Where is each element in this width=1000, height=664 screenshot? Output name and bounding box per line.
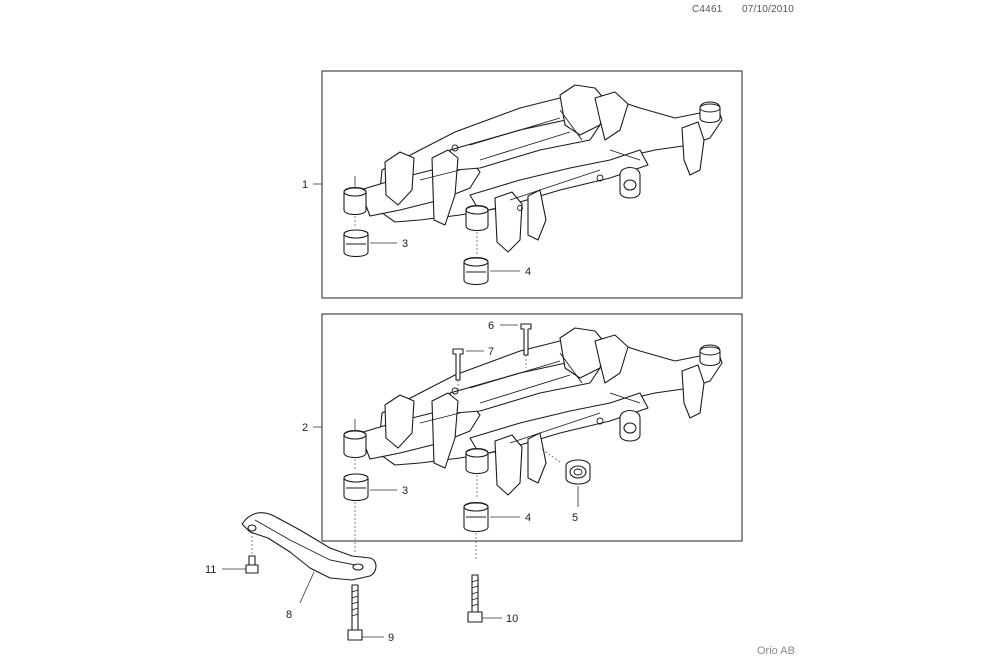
callout-6: 6 bbox=[488, 320, 494, 332]
callout-3-top: 3 bbox=[402, 238, 408, 250]
callout-7: 7 bbox=[488, 346, 494, 358]
support-bracket bbox=[241, 512, 377, 581]
callout-2: 2 bbox=[302, 422, 308, 434]
callout-5: 5 bbox=[572, 512, 578, 524]
panel-1-frame bbox=[321, 70, 743, 299]
callout-8: 8 bbox=[286, 609, 292, 621]
callout-1: 1 bbox=[302, 179, 308, 191]
callout-4-top: 4 bbox=[525, 266, 531, 278]
bolt-9 bbox=[347, 584, 384, 641]
callout-4-bottom: 4 bbox=[525, 512, 531, 524]
diagram-date: 07/10/2010 bbox=[742, 4, 795, 15]
subframe-1 bbox=[313, 84, 723, 286]
callout-10: 10 bbox=[506, 613, 518, 625]
bolt-11 bbox=[222, 532, 259, 574]
brand-footer: Orio AB bbox=[757, 645, 795, 657]
bolt-10 bbox=[467, 574, 502, 623]
panel-2-frame bbox=[321, 313, 743, 542]
callout-11: 11 bbox=[205, 564, 216, 576]
diagram-code: C4461 bbox=[692, 4, 723, 15]
callout-9: 9 bbox=[388, 632, 394, 644]
subframe-2 bbox=[313, 323, 723, 560]
callout-3-bottom: 3 bbox=[402, 485, 408, 497]
